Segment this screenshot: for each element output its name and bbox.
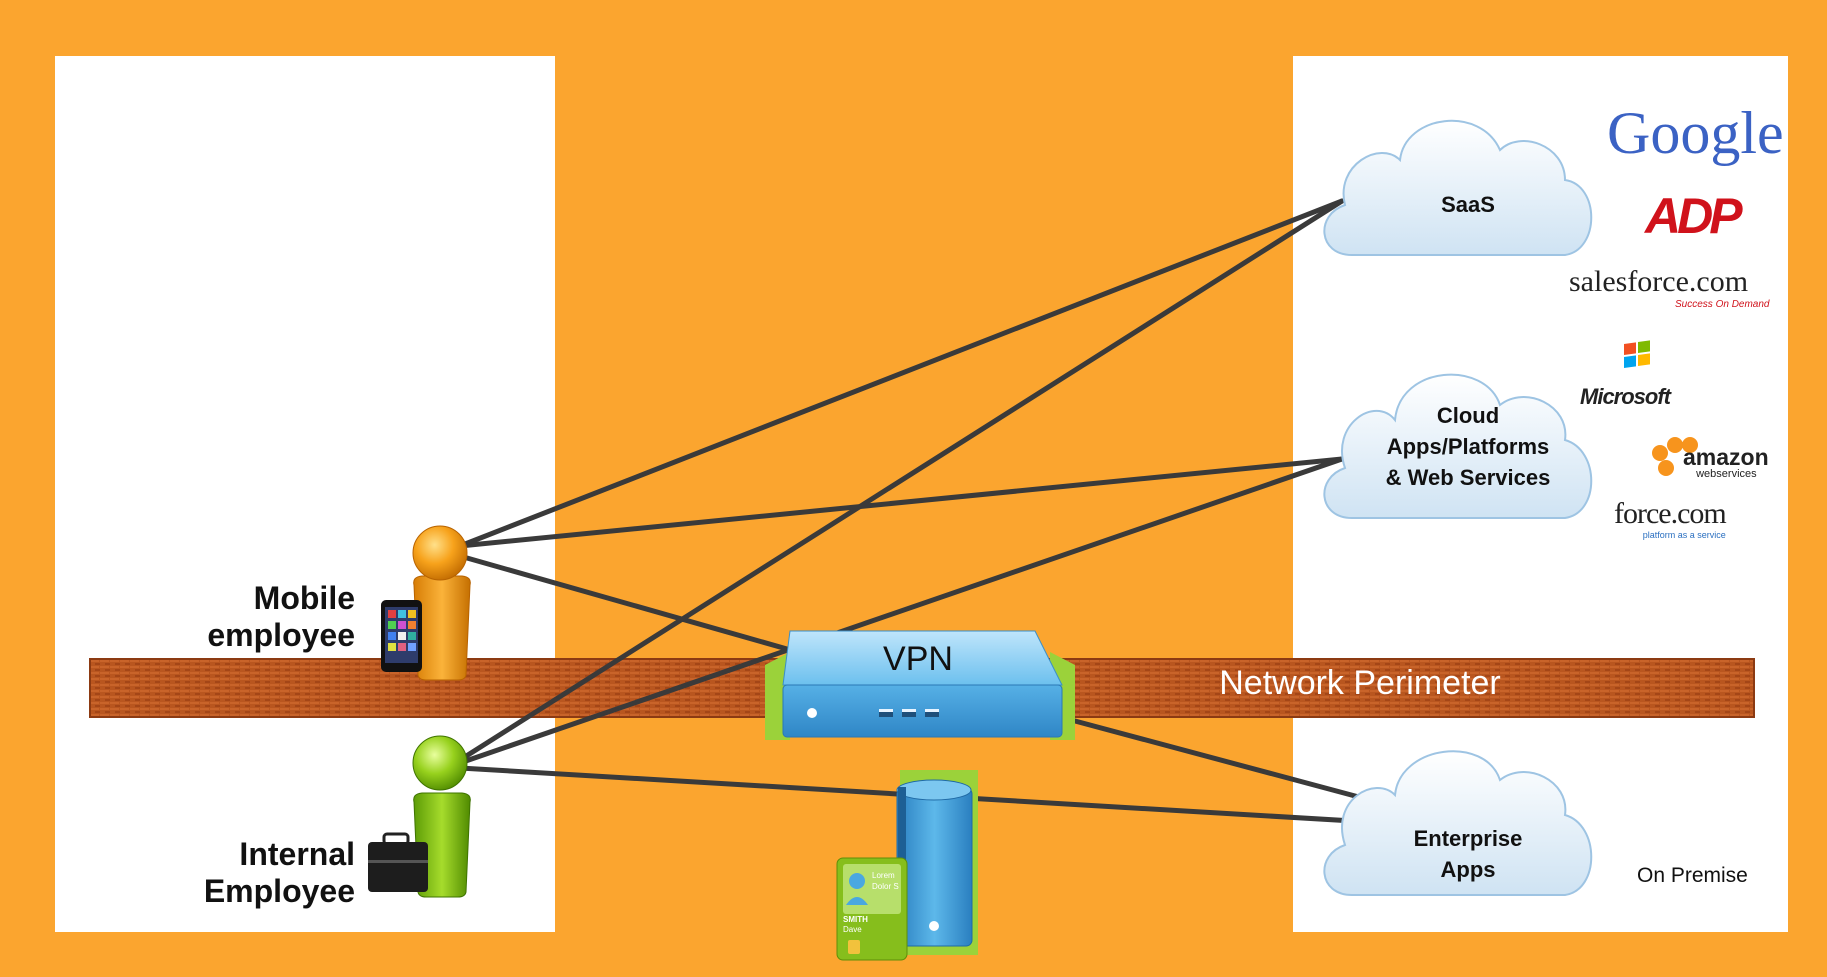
mobile-employee-label: Mobile employee: [200, 580, 355, 654]
mobile-employee-label-line1: Mobile: [253, 580, 355, 616]
perimeter-label: Network Perimeter: [1219, 664, 1501, 702]
line-mobile-cloud: [457, 456, 1345, 549]
left-panel: [55, 56, 555, 932]
cloud-enterprise-apps: [1323, 750, 1593, 896]
amazon-logo-sub: webservices: [1696, 468, 1757, 480]
internal-employee-label-line2: Employee: [203, 873, 355, 909]
force-logo-text: force.com: [1614, 497, 1727, 530]
internal-employee-label-line1: Internal: [239, 836, 355, 872]
internal-employee-label: Internal Employee: [200, 836, 355, 910]
adp-logo: ADP: [1645, 188, 1743, 244]
vpn-label: VPN: [883, 640, 953, 678]
saas-label: SaaS: [1368, 189, 1568, 220]
google-logo: Google: [1607, 100, 1784, 166]
line-vpn-enterprise: [1072, 718, 1373, 803]
enterprise-apps-label-line2: Apps: [1440, 857, 1496, 882]
line-mobile-vpn: [457, 553, 790, 652]
cloud-apps-label-line1: Cloud: [1436, 403, 1500, 428]
line-internal-cloud: [457, 456, 1345, 766]
id-card-icon: [836, 857, 908, 961]
force-logo-sub: platform as a service: [1642, 530, 1726, 540]
microsoft-flag-icon: [1624, 340, 1650, 368]
on-premise-label: On Premise: [1637, 864, 1748, 887]
salesforce-tagline: Success On Demand: [1675, 299, 1770, 310]
cloud-saas: [1323, 119, 1593, 256]
vpn-appliance: [765, 630, 1075, 740]
id-card-text2: Dolor S: [872, 882, 899, 891]
enterprise-apps-label: Enterprise Apps: [1368, 823, 1568, 885]
line-internal-saas: [457, 198, 1345, 763]
briefcase-icon: [368, 832, 428, 892]
google-logo-text: Google: [1607, 100, 1784, 166]
amazon-logo-text: amazon: [1683, 444, 1769, 470]
amazon-aws-icon: [1652, 437, 1698, 476]
salesforce-logo: salesforce.com: [1569, 266, 1748, 298]
microsoft-logo: Microsoft: [1580, 384, 1671, 409]
salesforce-logo-text: salesforce.com: [1569, 265, 1749, 298]
mobile-employee-label-line2: employee: [207, 617, 355, 653]
id-card-name2: Dave: [843, 925, 862, 934]
cloud-apps-label-line3: & Web Services: [1385, 465, 1551, 490]
cloud-apps-label-line2: Apps/Platforms: [1386, 434, 1550, 459]
enterprise-apps-label-line1: Enterprise: [1413, 826, 1523, 851]
id-card-text1: Lorem: [872, 871, 895, 880]
mobile-employee-figure: [412, 525, 471, 681]
smartphone-icon: [381, 600, 422, 672]
identity-server-icon: [896, 770, 978, 955]
cloud-apps-label: Cloud Apps/Platforms & Web Services: [1368, 400, 1568, 493]
force-logo: force.com platform as a service: [1614, 497, 1727, 541]
cloud-apps-platforms: [1323, 373, 1593, 519]
amazon-logo: amazon webservices: [1683, 444, 1769, 481]
id-card-name1: SMITH: [843, 915, 868, 924]
saas-label-line1: SaaS: [1441, 192, 1495, 217]
line-mobile-saas: [457, 198, 1345, 549]
